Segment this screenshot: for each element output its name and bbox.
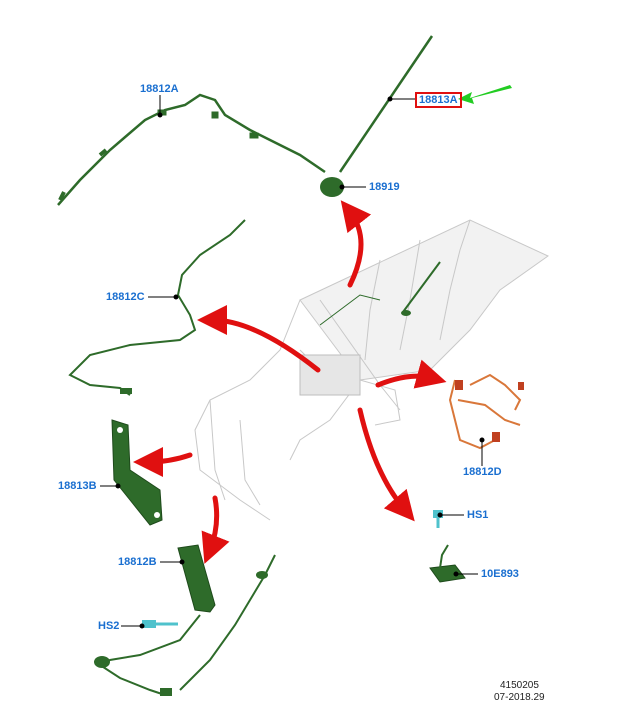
drawing-number: 4150205	[500, 680, 539, 691]
arrow-to-18812B	[201, 495, 230, 564]
label-18813A: 18813A	[415, 92, 462, 108]
grommet-HS2	[142, 620, 178, 628]
label-18919: 18919	[369, 181, 400, 193]
label-18812B: 18812B	[118, 556, 157, 568]
arrow-to-18812C	[197, 305, 321, 373]
roof-antenna-mast	[320, 35, 434, 197]
vehicle-antenna	[319, 261, 441, 326]
leader-lines	[100, 95, 485, 629]
pointer-arrows	[133, 200, 447, 564]
module-18812B	[94, 544, 276, 696]
cable-18812A	[57, 93, 326, 206]
grommet-HS1	[433, 510, 443, 528]
arrow-to-10E893	[357, 407, 415, 522]
label-18813B: 18813B	[58, 480, 97, 492]
highlight-arrow	[458, 85, 512, 104]
cable-18812C	[68, 219, 246, 396]
label-HS1: HS1	[467, 509, 489, 521]
harness-18812D	[448, 373, 524, 450]
drawing-date: 07-2018.29	[494, 692, 545, 703]
module-10E893	[429, 544, 466, 583]
label-18812D: 18812D	[463, 466, 502, 478]
label-18812A: 18812A	[140, 83, 179, 95]
label-HS2: HS2	[98, 620, 120, 632]
label-10E893: 10E893	[481, 568, 519, 580]
arrow-to-18813B	[133, 446, 193, 477]
arrow-to-18919	[340, 200, 372, 288]
arrow-to-18812D	[375, 359, 447, 389]
bracket-18813B	[111, 419, 163, 526]
label-18812C: 18812C	[106, 291, 145, 303]
